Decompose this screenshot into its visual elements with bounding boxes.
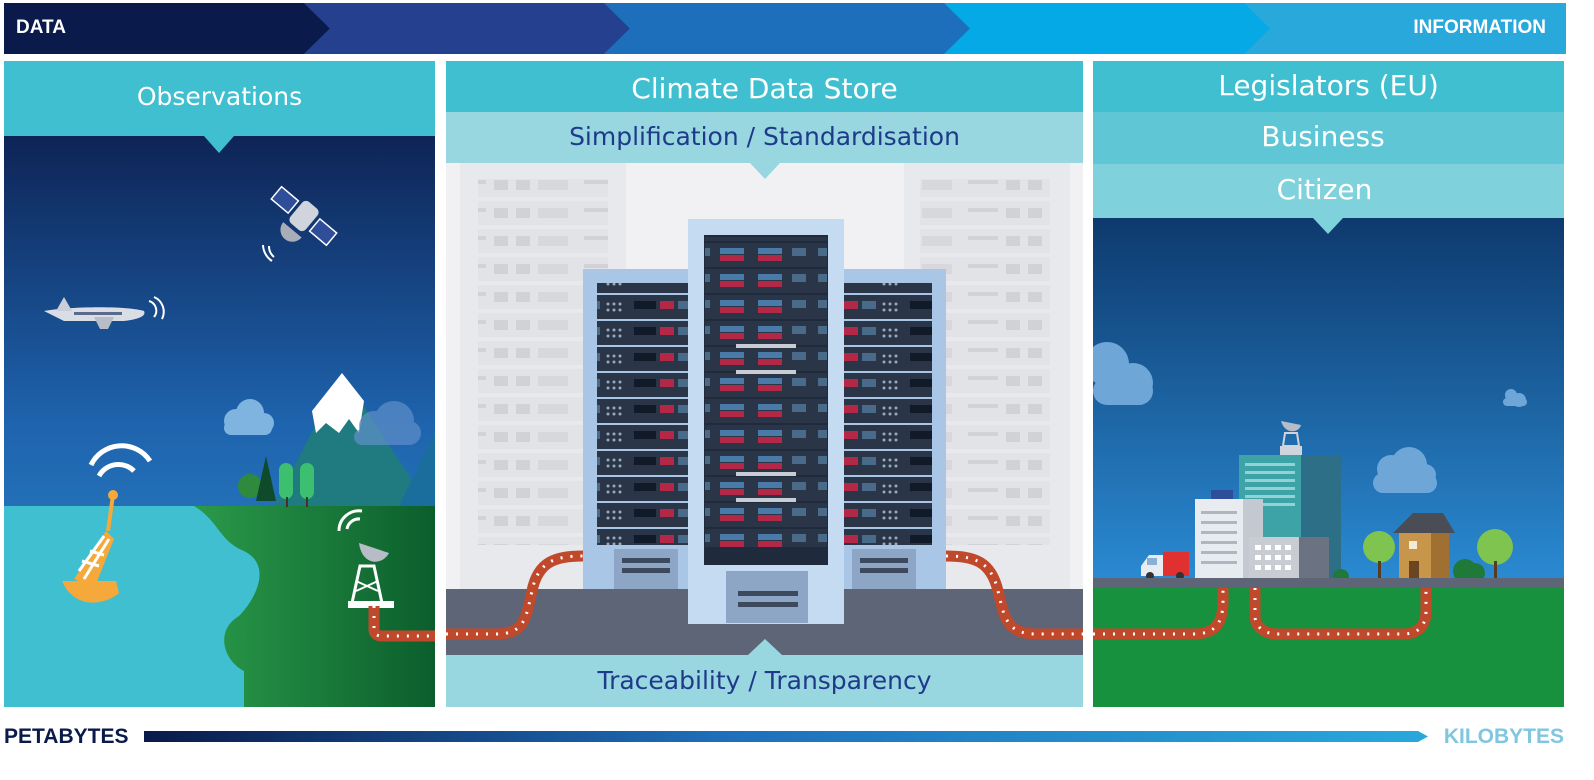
antenna-icon [337, 509, 394, 608]
data-to-information-bar: DATA INFORMATION [4, 3, 1566, 54]
server-rack-icon [583, 269, 689, 589]
cds-subtitle: Simplification / Standardisation [569, 122, 960, 151]
observations-panel: Observations [4, 61, 435, 707]
cds-panel: Climate Data Store Simplification / Stan… [446, 61, 1083, 707]
airplane-icon [44, 296, 165, 329]
kilobytes-label: KILOBYTES [1443, 725, 1564, 748]
tree-icon [238, 456, 314, 507]
cloud-icon [224, 399, 274, 435]
truck-icon [1141, 552, 1189, 580]
audience-panel: Legislators (EU) Business Citizen [1093, 61, 1564, 707]
cds-footer: Traceability / Transparency [597, 666, 932, 695]
building-icon [1195, 421, 1341, 579]
petabytes-label: PETABYTES [4, 725, 129, 748]
server-rack-icon [688, 219, 844, 624]
audience-citizen: Citizen [1276, 173, 1373, 206]
cds-title: Climate Data Store [631, 72, 898, 105]
data-label: DATA [16, 17, 66, 38]
information-label: INFORMATION [1413, 17, 1546, 38]
cloud-icon [1093, 342, 1527, 493]
buoy-icon [62, 443, 153, 603]
house-icon [1393, 513, 1455, 579]
petabytes-to-kilobytes-bar: PETABYTES KILOBYTES [0, 722, 1594, 752]
mountain-icon [312, 373, 364, 433]
server-rack-icon [840, 269, 946, 589]
audience-legislators: Legislators (EU) [1218, 69, 1439, 102]
observations-title: Observations [136, 82, 303, 111]
satellite-icon [270, 185, 338, 247]
audience-business: Business [1261, 120, 1385, 153]
tree-icon [1333, 529, 1513, 585]
